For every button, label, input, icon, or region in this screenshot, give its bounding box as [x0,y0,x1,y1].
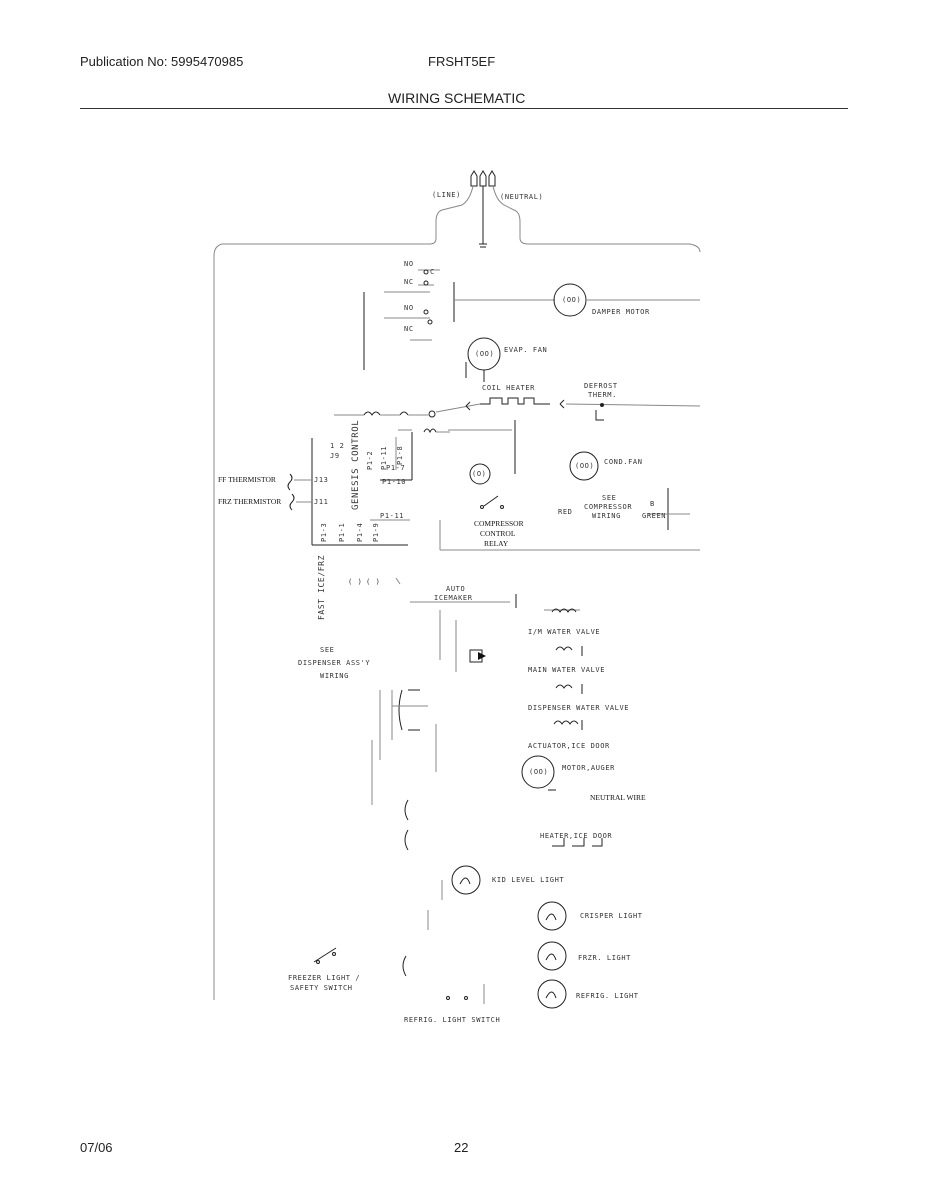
svg-text:(OO): (OO) [529,768,548,776]
see-disp-label-2: DISPENSER ASS'Y [298,659,370,667]
nc2-label: NC [404,325,414,333]
thermistors [287,473,312,511]
dispenser-water-valve-label: DISPENSER WATER VALVE [528,704,629,712]
coil-heater [334,397,701,474]
damper-switch [363,269,455,370]
genesis-control-label: GENESIS CONTROL [351,420,361,510]
main-water-valve-label: MAIN WATER VALVE [528,666,605,674]
damper-motor: (OO) [454,283,700,317]
model-number: FRSHT5EF [428,54,496,69]
p1-11-label: P1-11 [380,446,388,470]
power-plug [213,170,701,1000]
b-label: B [650,500,655,508]
neutral-label: (NEUTRAL) [500,193,543,201]
comp-relay-label-2: CONTROL [480,529,516,538]
refrig-light-switch-label: REFRIG. LIGHT SWITCH [404,1016,500,1024]
p1-4-label: P1-4 [356,523,364,542]
ff-thermistor-label: FF THERMISTOR [218,475,276,484]
no2-label: NO [404,304,414,312]
publication-number: Publication No: 5995470985 [80,54,244,69]
lights [402,865,567,1009]
heater-ice-door-label: HEATER,ICE DOOR [540,832,612,840]
svg-text:1 2: 1 2 [330,442,344,450]
bottom-switches [313,947,468,1000]
freezer-switch-label-2: SAFETY SWITCH [290,984,353,992]
damper-motor-label: DAMPER MOTOR [592,308,650,316]
motor-auger-label: MOTOR,AUGER [562,764,615,772]
cond-fan-label: COND.FAN [604,458,643,466]
compressor-relay [439,488,700,551]
c1-label: C [430,268,435,276]
heater-ice-door [404,799,603,851]
defrost-therm-label-2: THERM. [588,391,617,399]
j9-label: J9 [330,452,340,460]
j11-label: J11 [314,498,328,506]
svg-text:(OO): (OO) [475,350,494,358]
defrost-therm-label-1: DEFROST [584,382,618,390]
comp-relay-label-3: RELAY [484,539,509,548]
see-disp-label-1: SEE [320,646,334,654]
fast-ice-label: FAST ICE/FRZ [317,555,326,620]
no1-label: NO [404,260,414,268]
p1-8-label: P1-8 [396,446,404,465]
j13-label: J13 [314,476,328,484]
svg-text:(OO): (OO) [562,296,581,304]
page-number: 22 [454,1140,469,1155]
genesis-control-block: 1 2 [311,432,413,546]
see-comp-label-2: COMPRESSOR [584,503,632,511]
comp-relay-label-1: COMPRESSOR [474,519,524,528]
p1-3-label: P1-3 [320,523,328,542]
im-water-valve-label: I/M WATER VALVE [528,628,600,636]
p1-11b-label: P1-11 [380,512,404,520]
p1-9-label: P1-9 [372,523,380,542]
frzr-light-label: FRZR. LIGHT [578,954,631,962]
p1-7-label: P1-7 [386,464,405,472]
nc1-label: NC [404,278,414,286]
p1-2-label: P1-2 [366,451,374,470]
crisper-light-label: CRISPER LIGHT [580,912,643,920]
water-valves [469,608,583,730]
auger-motor: (OO) [521,755,556,791]
auto-label-1: AUTO [446,585,465,593]
svg-text:( ): ( ) [348,578,362,586]
evap-fan-label: EVAP. FAN [504,346,547,354]
see-comp-label-3: WIRING [592,512,621,520]
svg-text:(OO): (OO) [575,462,594,470]
see-comp-label-1: SEE [602,494,616,502]
neutral-wire-label: NEUTRAL WIRE [590,793,646,802]
see-disp-label-3: WIRING [320,672,349,680]
kid-level-light-label: KID LEVEL LIGHT [492,876,564,884]
page-title: WIRING SCHEMATIC [388,90,526,106]
freezer-switch-label-1: FREEZER LIGHT / [288,974,360,982]
line-label: (LINE) [432,191,461,199]
footer-date: 07/06 [80,1140,113,1155]
cond-fan: (O) (OO) [469,451,599,485]
frz-thermistor-label: FRZ THERMISTOR [218,497,281,506]
p1-1-label: P1-1 [338,523,346,542]
header-rule [80,108,848,109]
coil-heater-label: COIL HEATER [482,384,535,392]
evap-fan: (OO) [465,337,501,382]
auto-label-2: ICEMAKER [434,594,473,602]
actuator-ice-door-label: ACTUATOR,ICE DOOR [528,742,610,750]
svg-text:( ): ( ) [366,578,380,586]
red-label: RED [558,508,572,516]
green-label: GREEN [642,512,666,520]
refrig-light-label: REFRIG. LIGHT [576,992,639,1000]
svg-text:(O): (O) [472,470,486,478]
p1-10-label: P1-10 [382,478,406,486]
dispenser-wiring [371,689,437,805]
